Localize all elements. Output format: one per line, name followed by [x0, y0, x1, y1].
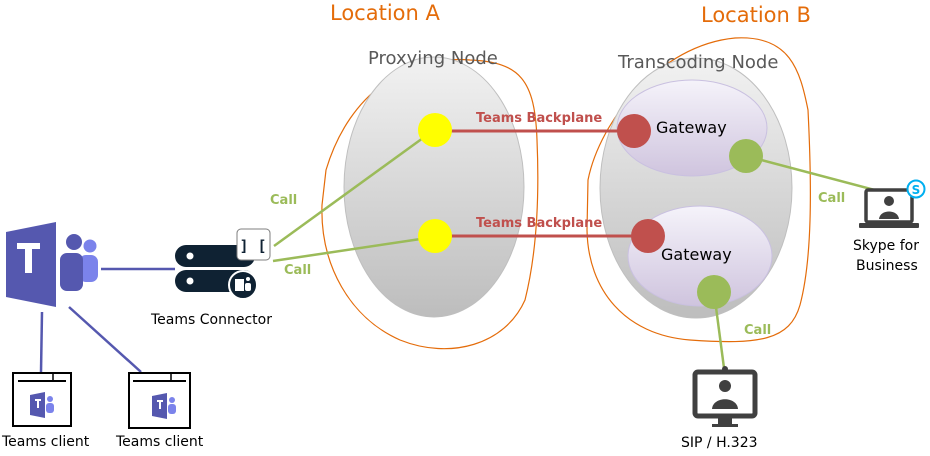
- skype-label-line2: Business: [856, 258, 918, 274]
- location-a-title: Location A: [330, 1, 440, 25]
- gateway-1-label: Gateway: [656, 118, 727, 137]
- svg-text:S: S: [912, 183, 921, 197]
- call-line-skype: [745, 154, 891, 196]
- transcoding-node-title: Transcoding Node: [617, 52, 778, 73]
- call-label-sip: Call: [744, 323, 771, 338]
- location-b-title: Location B: [701, 3, 811, 27]
- sip-label: SIP / H.323: [681, 435, 758, 451]
- gateway-1-backplane-endpoint: [617, 114, 651, 148]
- teams-connector-label: Teams Connector: [150, 312, 272, 328]
- teams-to-client-1-line: [39, 311, 44, 373]
- backplane-label-1: Teams Backplane: [476, 111, 602, 126]
- call-label-connector-bottom: Call: [284, 263, 311, 278]
- sip-video-monitor-icon: [692, 366, 758, 427]
- connector-badge-icon: ] [: [236, 228, 271, 261]
- gateway-2-backplane-endpoint: [631, 219, 665, 253]
- gateway-1-call-endpoint: [729, 139, 763, 173]
- call-line-connector-bottom: [272, 235, 435, 263]
- proxying-node: [343, 56, 525, 318]
- teams-to-client-2-line: [68, 306, 142, 373]
- call-label-connector-top: Call: [270, 193, 297, 208]
- location-b-boundary: [586, 37, 811, 343]
- gateway-2-label: Gateway: [661, 245, 732, 264]
- proxying-node-title: Proxying Node: [368, 48, 498, 69]
- skype-label-line1: Skype for: [853, 238, 919, 254]
- teams-client-2-icon: [128, 372, 191, 429]
- microsoft-teams-logo: [6, 222, 98, 307]
- gateway-2-call-endpoint: [697, 275, 731, 309]
- call-line-connector-top: [273, 128, 435, 248]
- backplane-label-2: Teams Backplane: [476, 216, 602, 231]
- teams-client-1-label: Teams client: [1, 434, 90, 450]
- connector-teams-badge-icon: [228, 270, 258, 300]
- teams-client-2-label: Teams client: [115, 434, 204, 450]
- svg-text:] [: ] [: [239, 237, 266, 255]
- skype-badge-icon: S: [906, 179, 926, 199]
- skype-laptop-user-icon: [859, 188, 919, 228]
- proxy-endpoint-2: [418, 219, 452, 253]
- proxy-endpoint-1: [418, 113, 452, 147]
- call-label-skype: Call: [818, 191, 845, 206]
- teams-client-1-icon: [12, 372, 72, 427]
